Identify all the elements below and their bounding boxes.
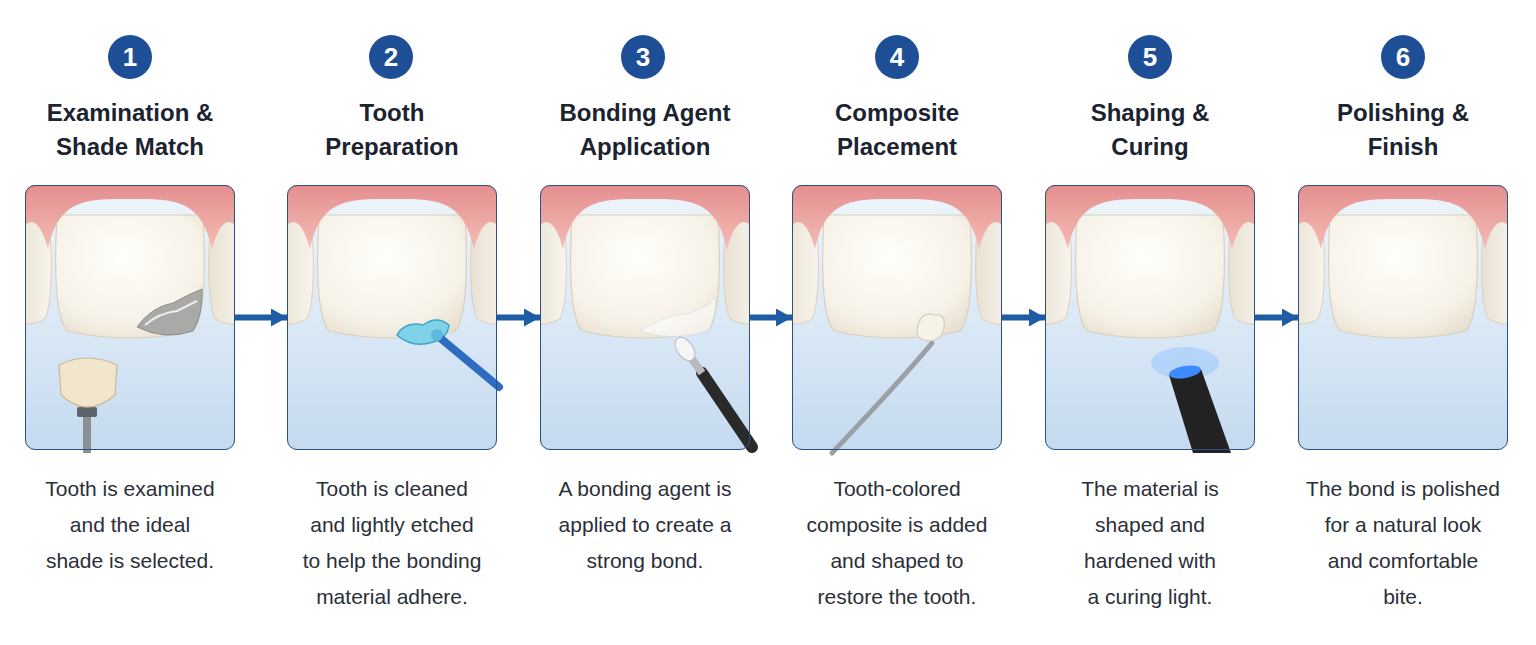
step-description: Tooth-colored composite is added and sha… xyxy=(802,471,992,615)
step-title: Tooth Preparation xyxy=(292,96,492,164)
panel-illustration xyxy=(1035,185,1265,450)
panel-illustration xyxy=(1288,185,1518,450)
composite-material xyxy=(917,314,944,341)
step-badge: 5 xyxy=(1128,35,1172,79)
curing-light-handle xyxy=(1169,369,1231,453)
step-illustration xyxy=(832,314,944,453)
step-panel: Tooth PreparationTooth is cleaned and li… xyxy=(287,185,497,450)
badge-circle xyxy=(369,35,413,79)
step-panel: Bonding Agent ApplicationA bonding agent… xyxy=(540,185,750,450)
panel-illustration xyxy=(530,185,760,450)
flow-arrow xyxy=(1255,315,1298,321)
flow-arrow xyxy=(750,315,792,321)
shade-tab-holder xyxy=(77,407,97,417)
step-badge: 4 xyxy=(875,35,919,79)
flow-arrow xyxy=(497,315,540,321)
step-illustration xyxy=(397,320,499,387)
step-illustration xyxy=(1151,347,1231,453)
step-title: Bonding Agent Application xyxy=(545,96,745,164)
step-description: Tooth is cleaned and lightly etched to h… xyxy=(301,471,484,615)
chip-edge xyxy=(145,301,197,325)
step-description: A bonding agent is applied to create a s… xyxy=(557,471,733,579)
step-number: 4 xyxy=(875,35,919,79)
step-number: 1 xyxy=(108,35,152,79)
brush-ferrule xyxy=(692,359,702,373)
step-panel: Shaping & CuringThe material is shaped a… xyxy=(1045,185,1255,450)
step-illustration xyxy=(59,289,202,453)
step-description: The bond is polished for a natural look … xyxy=(1305,471,1501,615)
step-badge: 3 xyxy=(621,35,665,79)
badge-circle xyxy=(875,35,919,79)
step-badge: 6 xyxy=(1381,35,1425,79)
step-badge: 2 xyxy=(369,35,413,79)
step-number: 2 xyxy=(369,35,413,79)
step-title: Examination & Shade Match xyxy=(30,96,230,164)
panel-illustration xyxy=(277,185,507,450)
step-number: 3 xyxy=(621,35,665,79)
applicator xyxy=(439,337,499,387)
badge-circle xyxy=(621,35,665,79)
step-description: The material is shaped and hardened with… xyxy=(1078,471,1223,615)
step-badge: 1 xyxy=(108,35,152,79)
step-illustration xyxy=(640,297,752,447)
badge-circle xyxy=(1381,35,1425,79)
bonding-layer xyxy=(640,297,716,337)
shade-tab-handle xyxy=(83,413,91,453)
step-number: 5 xyxy=(1128,35,1172,79)
step-title: Shaping & Curing xyxy=(1050,96,1250,164)
brush-bristles xyxy=(671,334,699,364)
step-panel: Polishing & FinishThe bond is polished f… xyxy=(1298,185,1508,450)
curing-light-tip xyxy=(1168,363,1202,380)
step-title: Polishing & Finish xyxy=(1303,96,1503,164)
badge-circle xyxy=(1128,35,1172,79)
step-panel: Composite PlacementTooth-colored composi… xyxy=(792,185,1002,450)
panel-illustration xyxy=(782,185,1012,450)
badge-circle xyxy=(108,35,152,79)
step-number: 6 xyxy=(1381,35,1425,79)
placement-instrument xyxy=(832,343,932,453)
step-description: Tooth is examined and the ideal shade is… xyxy=(41,471,219,579)
panel-illustration xyxy=(15,185,245,450)
shade-tab xyxy=(59,358,117,407)
step-title: Composite Placement xyxy=(797,96,997,164)
step-panel: Examination & Shade MatchTooth is examin… xyxy=(25,185,235,450)
applicator-tip xyxy=(431,329,443,341)
flow-arrow xyxy=(1002,315,1045,321)
flow-arrow xyxy=(235,315,287,321)
brush-handle xyxy=(702,373,752,447)
chipped-area xyxy=(137,289,202,335)
